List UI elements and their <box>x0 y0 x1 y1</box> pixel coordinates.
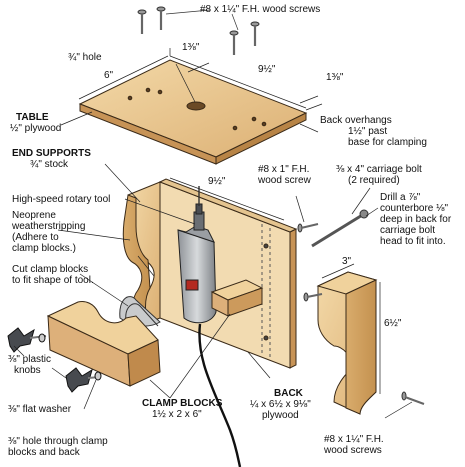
label-fh-screws-bot-1: #8 x 1¼" F.H. <box>324 434 384 445</box>
screw-icon <box>229 30 239 55</box>
label-back-overhang-2: 1½" past <box>348 126 388 137</box>
dimension-1-3-8-right: 1⅜" <box>326 72 344 83</box>
dimension-3: 3" <box>342 256 352 267</box>
label-neoprene-2: weatherstripping <box>12 221 86 232</box>
clamp-block-right <box>210 279 264 317</box>
right-end-support <box>316 271 378 415</box>
label-cut-clamp-2: to fit shape of tool. <box>12 275 94 286</box>
knob-icon <box>65 367 101 393</box>
screw-icon <box>156 6 166 30</box>
label-drill-3: deep in back for <box>380 214 452 225</box>
label-hole-through-1: ⅜" hole through clamp <box>8 436 108 447</box>
label-drill-5: head to fit into. <box>380 236 446 247</box>
screw-icon <box>401 391 425 405</box>
label-carriage-bolt-2: (2 required) <box>348 175 400 186</box>
dimension-lines <box>169 177 381 394</box>
label-neoprene-3: (Adhere to <box>12 232 59 243</box>
label-fh-screws-bot-2: wood screws <box>324 445 382 456</box>
label-table-sub: ½" plywood <box>10 123 62 134</box>
washer-icon <box>94 371 102 381</box>
right-side-screws <box>297 209 425 405</box>
label-flat-washer: ⅜" flat washer <box>8 404 72 415</box>
dimension-1-3-8-left: 1⅜" <box>182 42 200 53</box>
screw-icon <box>137 9 147 34</box>
knob-icon <box>7 327 47 353</box>
label-hole-through-2: blocks and back <box>8 447 80 458</box>
label-drill-2: counterbore ⅛" <box>380 203 449 214</box>
label-drill-4: carriage bolt <box>380 225 436 236</box>
label-fh-screws-top: #8 x 1¼" F.H. wood screws <box>200 4 321 15</box>
label-neoprene-4: clamp blocks.) <box>12 243 76 254</box>
table-dimension-lines <box>78 48 323 111</box>
label-fh-screw-1in-1: #8 x 1" F.H. <box>258 164 310 175</box>
label-back-overhang-3: base for clamping <box>348 137 427 148</box>
label-end-supports-title: END SUPPORTS <box>12 148 91 159</box>
back-plywood-panel <box>158 178 298 369</box>
label-back-sub-1: ¼ x 6½ x 9⅛" <box>250 399 311 410</box>
label-rotary-tool: High-speed rotary tool <box>12 194 111 205</box>
top-wood-screws <box>137 6 260 55</box>
label-back-overhang-1: Back overhangs <box>320 115 392 126</box>
carriage-bolt-icon <box>311 209 369 248</box>
label-clamp-blocks-sub: 1½ x 2 x 6" <box>152 409 202 420</box>
rotary-tool <box>177 186 242 467</box>
screw-icon <box>303 292 323 302</box>
label-neoprene-1: Neoprene <box>12 210 56 221</box>
dimension-9-half-mid: 9½" <box>208 176 226 187</box>
label-end-supports-sub: ¾" stock <box>30 159 69 170</box>
dimension-9-half-top: 9½" <box>258 64 276 75</box>
dimension-6: 6" <box>104 70 114 81</box>
washer-icon <box>38 333 46 343</box>
label-hole: ¾" hole <box>68 52 102 63</box>
label-drill-1: Drill a ⅞" <box>380 192 421 203</box>
label-clamp-blocks-title: CLAMP BLOCKS <box>142 398 223 409</box>
table-plywood <box>78 59 308 165</box>
label-carriage-bolt-1: ⅜ x 4" carriage bolt <box>336 164 422 175</box>
label-table-title: TABLE <box>16 112 49 123</box>
label-cut-clamp-1: Cut clamp blocks <box>12 264 89 275</box>
plastic-knobs <box>7 327 102 393</box>
dimension-6-half: 6½" <box>384 318 402 329</box>
screw-icon <box>297 223 319 233</box>
clamp-block-left <box>46 301 161 387</box>
label-back-title: BACK <box>274 388 303 399</box>
screw-icon <box>250 21 260 46</box>
label-plastic-knobs-1: ⅜" plastic <box>8 354 52 365</box>
tool-hole <box>186 101 206 111</box>
label-plastic-knobs-2: knobs <box>14 365 41 376</box>
label-fh-screw-1in-2: wood screw <box>258 175 311 186</box>
leader-lines <box>13 111 413 419</box>
label-back-sub-2: plywood <box>262 410 299 421</box>
left-end-support <box>122 181 161 327</box>
